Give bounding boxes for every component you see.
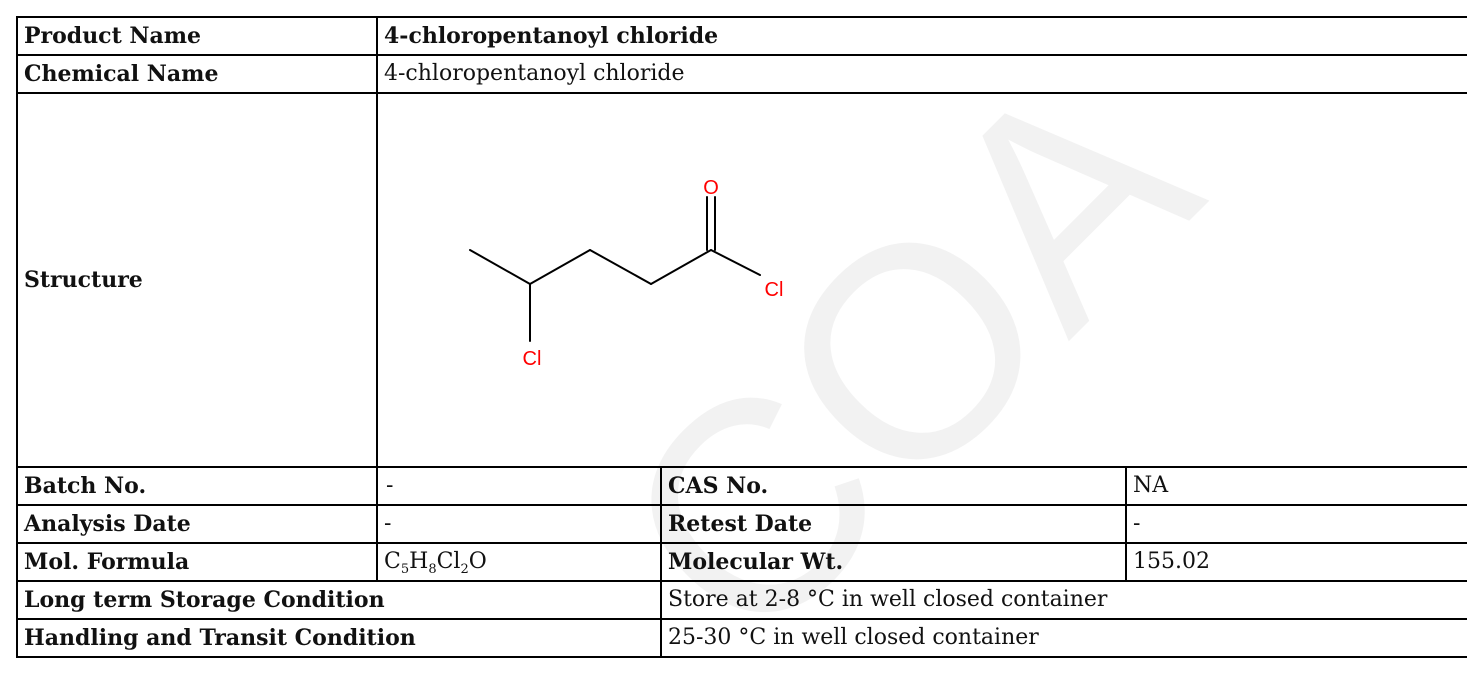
cas-no-value: NA [1125,466,1467,506]
formula-element: C [384,549,401,574]
bond-c5-c4 [469,249,531,285]
row-formula-weight: Mol. Formula C5H8Cl2O Molecular Wt. 155.… [16,542,1467,582]
formula-element: Cl [436,549,461,574]
batch-no-value: - [376,466,662,506]
molecular-wt-label: Molecular Wt. [660,542,1127,582]
atom-oxygen: O [703,177,719,199]
formula-subscript: 8 [428,562,437,577]
long-term-storage-label: Long term Storage Condition [16,580,662,620]
analysis-date-label: Analysis Date [16,504,378,544]
bond-c4-c3 [529,249,591,285]
row-batch-cas: Batch No. - CAS No. NA [16,466,1467,506]
product-name-label: Product Name [16,16,378,56]
structure-image-cell: O Cl Cl [376,92,1467,468]
bond-c2-c1 [650,249,712,285]
batch-no-label: Batch No. [16,466,378,506]
long-term-storage-value: Store at 2-8 °C in well closed container [660,580,1467,620]
chemical-name-value: 4-chloropentanoyl chloride [376,54,1467,94]
structure-label: Structure [16,92,378,468]
row-handling: Handling and Transit Condition 25-30 °C … [16,618,1467,658]
mol-formula-value: C5H8Cl2O [376,542,662,582]
retest-date-label: Retest Date [660,504,1127,544]
bond-c1-cl [710,249,761,276]
row-product-name: Product Name 4-chloropentanoyl chloride [16,16,1467,56]
handling-transit-label: Handling and Transit Condition [16,618,662,658]
row-storage: Long term Storage Condition Store at 2-8… [16,580,1467,620]
bond-c3-c2 [589,249,652,285]
row-structure: Structure O Cl [16,92,1467,468]
cas-no-label: CAS No. [660,466,1127,506]
coa-table: Product Name 4-chloropentanoyl chloride … [16,16,1467,658]
formula-element: O [468,549,487,574]
row-dates: Analysis Date - Retest Date - [16,504,1467,544]
retest-date-value: - [1125,504,1467,544]
formula-element: H [409,549,429,574]
row-chemical-name: Chemical Name 4-chloropentanoyl chloride [16,54,1467,94]
atom-chlorine-alkyl: Cl [523,348,542,370]
product-name-value: 4-chloropentanoyl chloride [376,16,1467,56]
analysis-date-value: - [376,504,662,544]
formula-subscript: 2 [460,562,469,577]
handling-transit-value: 25-30 °C in well closed container [660,618,1467,658]
formula-subscript: 5 [400,562,410,577]
mol-formula-label: Mol. Formula [16,542,378,582]
atom-chlorine-acyl: Cl [765,279,784,301]
molecular-wt-value: 155.02 [1125,542,1467,582]
chemical-structure-diagram: O Cl Cl [469,177,784,370]
chemical-name-label: Chemical Name [16,54,378,94]
